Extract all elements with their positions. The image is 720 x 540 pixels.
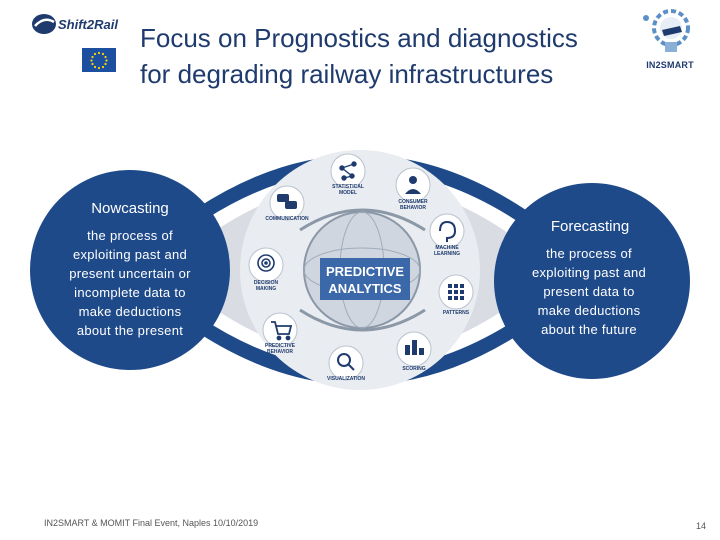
forecasting-description: the process of exploiting past and prese… — [518, 244, 660, 339]
forecasting-line-1: the process of — [546, 246, 632, 261]
statistical-model-label: STATISTICAL MODEL — [323, 184, 373, 196]
forecasting-circle — [494, 183, 690, 379]
scoring-label: SCORING — [389, 366, 439, 372]
patterns-label: PATTERNS — [431, 310, 481, 316]
predictive-analytics-label-line-1: PREDICTIVE — [325, 264, 404, 279]
forecasting-line-4: make deductions — [537, 303, 641, 318]
patterns-label-line-1: PATTERNS — [442, 310, 470, 316]
predictive-analytics-banner — [320, 258, 410, 300]
slide-title: Focus on Prognostics and diagnostics for… — [140, 20, 660, 92]
predictive-behavior-badge — [262, 312, 298, 348]
communication-badge — [269, 185, 305, 221]
statistical-model-badge — [330, 153, 366, 189]
decision-making-label: DECISION MAKING — [241, 280, 291, 292]
machine-learning-badge — [429, 213, 465, 249]
predictive-behavior-label-line-1: PREDICTIVE — [264, 343, 295, 349]
predictive-behavior-label: PREDICTIVE BEHAVIOR — [255, 343, 305, 355]
grid-icon — [448, 284, 464, 300]
predictive-analytics-label: PREDICTIVE ANALYTICS — [325, 263, 405, 297]
patterns-badge — [438, 274, 474, 310]
in2smart-logo-text: IN2SMART — [646, 60, 694, 70]
decision-making-label-line-1: DECISION — [253, 280, 279, 286]
decision-making-badge — [248, 247, 284, 283]
visualization-badge — [328, 345, 364, 381]
nowcasting-line-4: incomplete data to — [74, 285, 186, 300]
consumer-behavior-label-line-2: BEHAVIOR — [399, 205, 427, 211]
forecasting-line-5: about the future — [541, 322, 637, 337]
nowcasting-line-1: the process of — [87, 228, 173, 243]
page-number: 14 — [696, 521, 707, 531]
machine-learning-label-line-2: LEARNING — [433, 251, 461, 257]
predictive-behavior-label-line-2: BEHAVIOR — [266, 349, 294, 355]
person-icon — [405, 176, 421, 194]
speech-bubbles-icon — [277, 194, 297, 209]
statistical-model-label-line-1: STATISTICAL — [332, 184, 364, 190]
consumer-behavior-label: CONSUMER BEHAVIOR — [388, 199, 438, 211]
nowcasting-line-3: present uncertain or — [69, 266, 191, 281]
communication-label: COMMUNICATION — [262, 216, 312, 222]
bar-chart-icon — [405, 340, 424, 355]
consumer-behavior-badge — [395, 167, 431, 203]
machine-learning-label-line-1: MACHINE — [435, 245, 459, 251]
slide-title-line-2: for degrading railway infrastructures — [140, 59, 554, 89]
shift2rail-logo-text: Shift2Rail — [58, 17, 118, 32]
scoring-badge — [396, 331, 432, 367]
predictive-analytics-label-line-2: ANALYTICS — [328, 281, 402, 296]
decision-making-label-line-2: MAKING — [255, 286, 277, 292]
network-icon — [339, 161, 357, 181]
visualization-label: VISUALIZATION — [321, 376, 371, 382]
consumer-behavior-label-line-1: CONSUMER — [398, 199, 428, 205]
scoring-label-line-1: SCORING — [402, 366, 426, 372]
nowcasting-description: the process of exploiting past and prese… — [55, 226, 205, 340]
in2smart-logo — [643, 9, 690, 52]
machine-learning-label: MACHINE LEARNING — [422, 245, 472, 257]
magnifier-icon — [337, 353, 355, 371]
slide-title-line-1: Focus on Prognostics and diagnostics — [140, 23, 578, 53]
forecasting-line-3: present data to — [543, 284, 635, 299]
brain-icon — [439, 220, 457, 242]
visualization-label-line-1: VISUALIZATION — [327, 376, 365, 382]
shift2rail-logo: Shift2Rail — [32, 14, 118, 34]
nowcasting-circle — [30, 170, 230, 370]
cart-icon — [271, 321, 293, 341]
statistical-model-label-line-2: MODEL — [338, 190, 358, 196]
eu-flag-icon — [82, 48, 116, 72]
nowcasting-title: Nowcasting — [91, 200, 169, 217]
communication-label-line-1: COMMUNICATION — [265, 216, 309, 222]
footer-text: IN2SMART & MOMIT Final Event, Naples 10/… — [44, 518, 259, 528]
forecasting-title: Forecasting — [550, 218, 630, 235]
target-icon — [257, 254, 275, 272]
forecasting-line-2: exploiting past and — [531, 265, 647, 280]
nowcasting-line-2: exploiting past and — [72, 247, 188, 262]
nowcasting-line-5: make deductions — [78, 304, 182, 319]
nowcasting-line-6: about the present — [76, 323, 184, 338]
